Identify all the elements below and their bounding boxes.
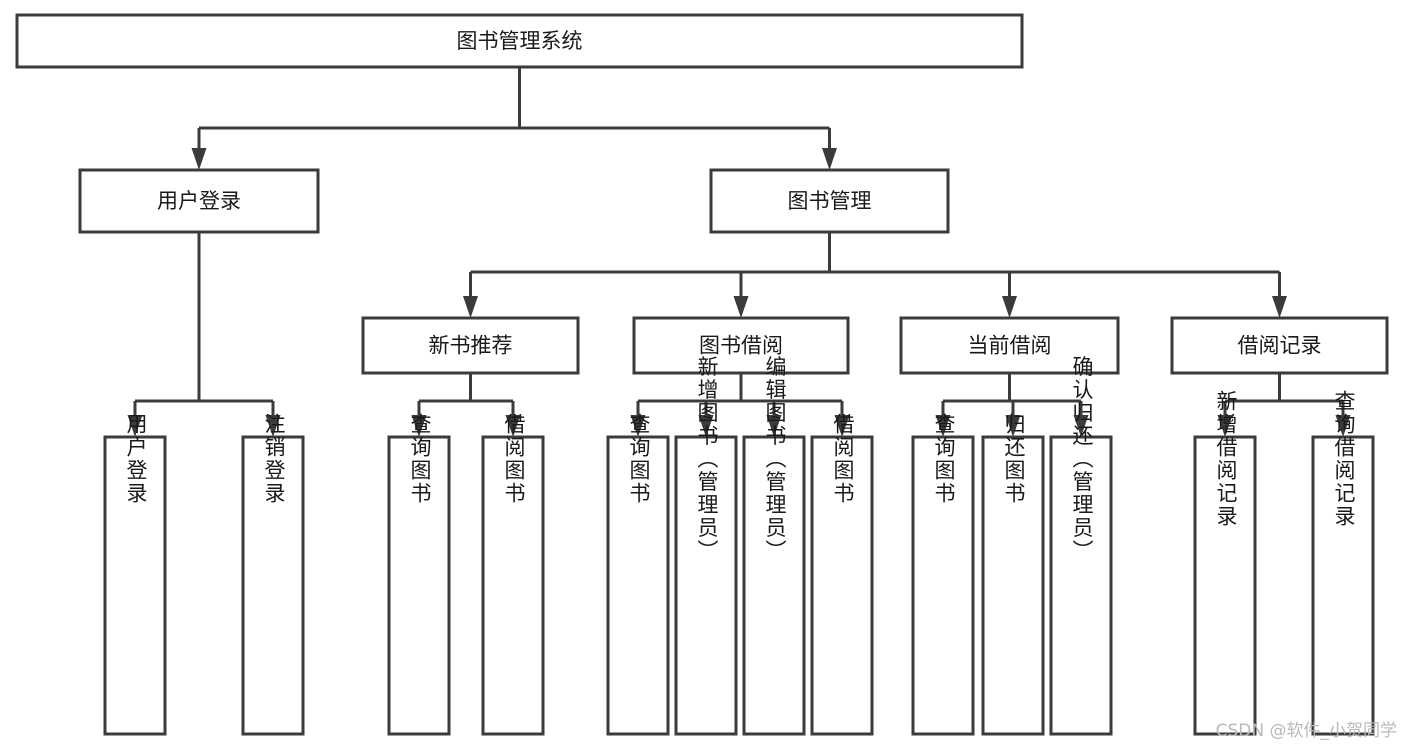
- node-layer: 图书管理系统用户登录图书管理新书推荐图书借阅当前借阅借阅记录用户登录注销登录查询…: [15, 13, 1389, 736]
- node-newbook[interactable]: 新书推荐: [361, 316, 580, 375]
- arrow-head-leaf-current-1: [935, 415, 951, 437]
- node-leaf-newbook-2[interactable]: 借阅图书: [481, 413, 545, 736]
- node-records[interactable]: 借阅记录: [1170, 316, 1389, 375]
- node-box-borrow[interactable]: [632, 316, 850, 375]
- node-label-newbook: 新书推荐: [429, 334, 513, 358]
- arrow-head-login: [191, 148, 207, 170]
- node-leaf-borrow-3[interactable]: 编辑图书（管理员）: [742, 356, 806, 736]
- node-leaf-newbook-1[interactable]: 查询图书: [387, 413, 451, 736]
- node-box-leaf-records-1[interactable]: [1193, 435, 1257, 736]
- node-borrow[interactable]: 图书借阅: [632, 316, 850, 375]
- node-label-leaf-borrow-4: 借阅图书: [831, 413, 855, 505]
- node-box-leaf-borrow-3[interactable]: [742, 435, 806, 736]
- node-box-leaf-current-1[interactable]: [911, 435, 975, 736]
- node-label-leaf-login-1: 用户登录: [124, 413, 148, 505]
- arrow-head-leaf-newbook-2: [505, 415, 521, 437]
- arrow-head-leaf-current-3: [1073, 415, 1089, 437]
- node-box-leaf-login-2[interactable]: [241, 435, 305, 736]
- node-box-leaf-current-3[interactable]: [1049, 435, 1113, 736]
- node-label-leaf-borrow-3: 编辑图书（管理员）: [763, 356, 787, 563]
- arrow-head-leaf-records-2: [1335, 415, 1351, 437]
- node-box-leaf-newbook-1[interactable]: [387, 435, 451, 736]
- node-leaf-current-2[interactable]: 归还图书: [981, 413, 1045, 736]
- node-box-leaf-login-1[interactable]: [103, 435, 167, 736]
- node-login[interactable]: 用户登录: [78, 168, 320, 234]
- node-label-bookmgmt: 图书管理: [788, 189, 872, 213]
- node-box-bookmgmt[interactable]: [709, 168, 950, 234]
- node-label-leaf-login-2: 注销登录: [262, 413, 286, 505]
- watermark-text: CSDN @软件_小贺同学: [1215, 721, 1397, 741]
- arrow-head-leaf-borrow-4: [834, 415, 850, 437]
- arrow-head-leaf-current-2: [1005, 415, 1021, 437]
- arrow-head-records: [1272, 296, 1287, 318]
- node-label-leaf-current-3: 确认归还（管理员）: [1070, 356, 1094, 563]
- node-label-records: 借阅记录: [1238, 334, 1322, 358]
- arrow-head-borrow: [733, 296, 749, 318]
- node-box-current[interactable]: [899, 316, 1120, 375]
- node-label-leaf-borrow-2: 新增图书（管理员）: [695, 356, 719, 563]
- node-label-leaf-newbook-2: 借阅图书: [502, 413, 526, 505]
- arrow-head-leaf-borrow-1: [630, 415, 646, 437]
- node-label-leaf-current-1: 查询图书: [932, 413, 956, 505]
- node-label-leaf-borrow-1: 查询图书: [627, 413, 651, 505]
- arrow-head-newbook: [463, 296, 478, 318]
- node-leaf-login-1[interactable]: 用户登录: [103, 413, 167, 736]
- node-box-leaf-borrow-2[interactable]: [674, 435, 738, 736]
- node-box-leaf-records-2[interactable]: [1311, 435, 1375, 736]
- node-box-leaf-newbook-2[interactable]: [481, 435, 545, 736]
- arrow-head-bookmgmt: [822, 148, 837, 170]
- arrow-head-leaf-login-1: [127, 415, 143, 437]
- node-label-borrow: 图书借阅: [699, 334, 783, 358]
- edge-layer: [127, 67, 1351, 437]
- node-leaf-current-1[interactable]: 查询图书: [911, 413, 975, 736]
- node-label-current: 当前借阅: [968, 334, 1052, 358]
- node-leaf-current-3[interactable]: 确认归还（管理员）: [1049, 356, 1113, 736]
- node-label-leaf-records-1: 新增借阅记录: [1214, 390, 1238, 528]
- node-leaf-records-1[interactable]: 新增借阅记录: [1193, 390, 1257, 736]
- node-box-newbook[interactable]: [361, 316, 580, 375]
- node-box-login[interactable]: [78, 168, 320, 234]
- node-box-records[interactable]: [1170, 316, 1389, 375]
- node-box-root[interactable]: [15, 13, 1024, 69]
- arrow-head-current: [1002, 296, 1017, 318]
- node-box-leaf-current-2[interactable]: [981, 435, 1045, 736]
- node-bookmgmt[interactable]: 图书管理: [709, 168, 950, 234]
- node-leaf-borrow-4[interactable]: 借阅图书: [810, 413, 874, 736]
- arrow-head-leaf-login-2: [265, 415, 281, 437]
- node-leaf-borrow-2[interactable]: 新增图书（管理员）: [674, 356, 738, 736]
- node-label-leaf-current-2: 归还图书: [1002, 413, 1026, 505]
- arrow-head-leaf-records-1: [1217, 415, 1233, 437]
- node-box-leaf-borrow-4[interactable]: [810, 435, 874, 736]
- arrow-head-leaf-borrow-3: [766, 415, 782, 437]
- arrow-head-leaf-newbook-1: [411, 415, 427, 437]
- node-root[interactable]: 图书管理系统: [15, 13, 1024, 69]
- node-leaf-borrow-1[interactable]: 查询图书: [606, 413, 670, 736]
- node-box-leaf-borrow-1[interactable]: [606, 435, 670, 736]
- arrow-head-leaf-borrow-2: [698, 415, 714, 437]
- node-label-leaf-records-2: 查询借阅记录: [1332, 390, 1356, 528]
- node-leaf-records-2[interactable]: 查询借阅记录: [1311, 390, 1375, 736]
- node-leaf-login-2[interactable]: 注销登录: [241, 413, 305, 736]
- node-label-login: 用户登录: [157, 189, 241, 213]
- node-current[interactable]: 当前借阅: [899, 316, 1120, 375]
- node-label-leaf-newbook-1: 查询图书: [408, 413, 432, 505]
- node-label-root: 图书管理系统: [457, 29, 583, 53]
